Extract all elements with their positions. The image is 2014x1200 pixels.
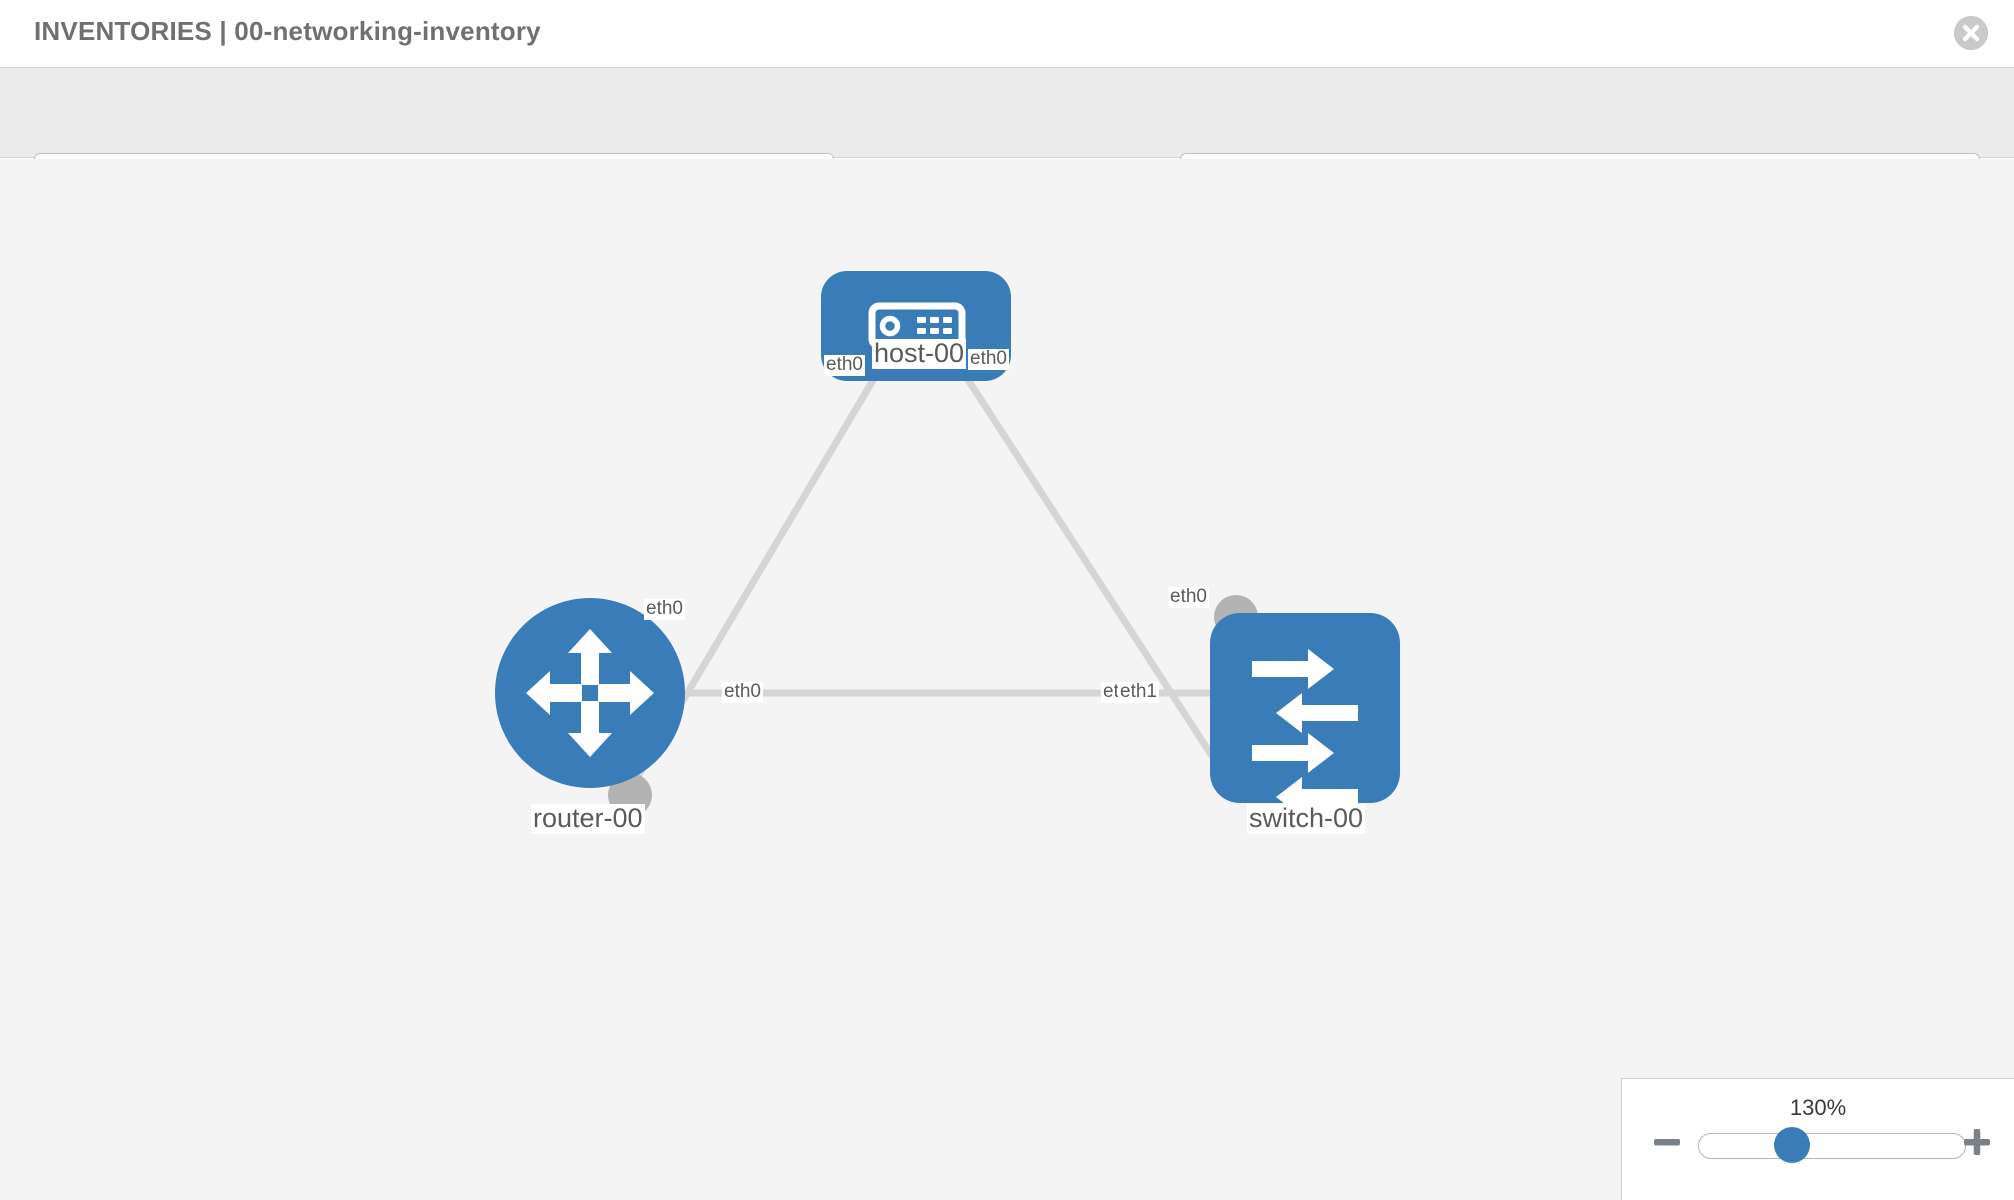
zoom-control-panel: 130% [1621,1078,2014,1200]
link-host-switch[interactable] [949,353,1239,795]
zoom-in-button[interactable] [1960,1125,1994,1159]
toolbar: ACTIONS SEARC [0,68,2014,203]
zoom-out-button[interactable] [1650,1125,1684,1159]
topology-links [624,353,1242,795]
zoom-slider-thumb[interactable] [1774,1127,1810,1163]
port-label-host-right: eth0 [968,348,1009,370]
node-label-host-00: host-00 [872,338,967,369]
port-label-router-upper: eth0 [644,598,685,620]
page-header: INVENTORIES | 00-networking-inventory [0,0,2014,68]
node-router-00[interactable] [495,598,685,788]
port-label-switch-upper: eth0 [1168,586,1209,608]
topology-ports [608,325,1264,817]
router-glyph [526,629,654,757]
port-label-router-right: eth0 [722,681,763,703]
close-icon [1954,16,1988,50]
topology-canvas[interactable]: host-00 router-00 switch-00 eth0 eth0 et… [0,159,2014,1200]
close-button[interactable] [1954,16,1988,50]
page-title: INVENTORIES | 00-networking-inventory [34,16,541,46]
node-label-router-00: router-00 [531,803,645,834]
zoom-level-value: 130% [1789,1095,1847,1120]
plus-icon [1964,1129,1990,1155]
port-label-host-left: eth0 [824,354,865,376]
zoom-slider-track[interactable] [1698,1133,1966,1159]
minus-icon [1654,1139,1680,1146]
port-label-switch-left: eth1 [1118,681,1159,703]
node-label-switch-00: switch-00 [1247,803,1366,834]
topology-svg [495,271,1400,817]
node-switch-00[interactable] [1210,613,1400,817]
